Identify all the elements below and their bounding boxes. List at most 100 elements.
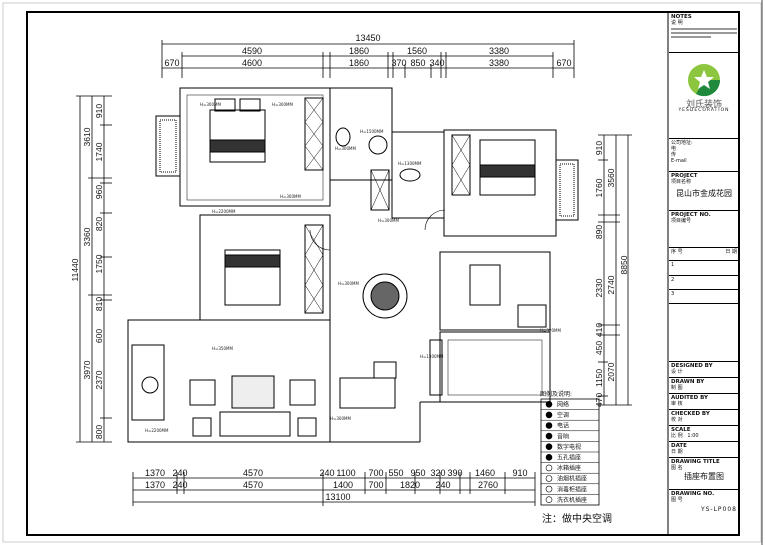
digital-tv-outlet-icon (545, 443, 553, 451)
telephone-outlet-icon (545, 422, 553, 429)
dim-left: 2370 (94, 370, 104, 389)
dim-bottom: 550 (388, 468, 403, 478)
dim-right: 1760 (594, 178, 604, 197)
email-label: E-mail (671, 158, 687, 164)
revision-row: 3 (669, 290, 739, 304)
drawn-by-label: DRAWN BY (671, 379, 705, 385)
drawing-no-label: DRAWING NO. (671, 491, 715, 497)
dim-bottom: 320 (430, 468, 445, 478)
dim-bottom: 1820 (400, 480, 420, 490)
project-no-label-cn: 项目编号 (671, 218, 692, 224)
dim-top: 1860 (349, 58, 369, 68)
armchair (289, 379, 316, 406)
drawing-title: 插座布置图 (684, 472, 724, 481)
left-dimensions (76, 95, 112, 443)
height-label: H=300MM (200, 102, 221, 107)
company-logo-icon (688, 64, 721, 97)
scale-label-cn: 比 例 (671, 433, 683, 439)
designed-by-label: DESIGNED BY (671, 363, 713, 369)
dim-bottom: 1400 (333, 480, 353, 490)
project-no-label: PROJECT NO. (671, 212, 711, 218)
central-ac-note: 注：做中央空调 (542, 512, 612, 525)
dim-bottom: 1100 (336, 468, 355, 478)
company-name-en: YESDECORATION (678, 108, 730, 113)
dim-top: 850 (410, 58, 425, 68)
height-label: H=1300MM (420, 354, 444, 359)
height-label: H=300MM (330, 416, 351, 421)
dim-right: 2740 (606, 275, 616, 294)
legend-item-label: 电话 (557, 422, 569, 430)
legend-item-label: 空调 (557, 411, 569, 419)
dim-bottom: 1460 (475, 468, 495, 478)
dim-right: 910 (594, 141, 604, 155)
range-hood-socket-icon (545, 475, 553, 482)
right-dimensions (598, 134, 632, 406)
bed (209, 109, 266, 163)
sofa (219, 411, 291, 437)
checked-by-label-cn: 校 对 (671, 417, 683, 423)
dim-top: 340 (429, 58, 444, 68)
address-label: 公司地址: (671, 140, 693, 146)
dim-right-total: 8850 (619, 255, 629, 274)
network-outlet-icon (545, 400, 553, 408)
dining-table (362, 273, 408, 319)
disinfection-cabinet-socket-icon (545, 485, 553, 493)
dim-left: 800 (94, 425, 104, 439)
drawing-title-label: DRAWING TITLE (671, 459, 720, 465)
height-label: H=300MM (378, 218, 399, 223)
dim-bottom: 700 (368, 480, 383, 490)
dim-right: 890 (594, 225, 604, 239)
company-name-cn: 刘氏装饰 (685, 100, 722, 110)
project-label: PROJECT (671, 173, 698, 179)
drawing-no-label-cn: 图 号 (671, 497, 683, 503)
bathroom-1 (329, 87, 393, 181)
legend-item-label: 数字电视 (557, 443, 581, 451)
dim-bottom: 240 (435, 480, 450, 490)
dim-bottom: 4570 (243, 468, 263, 478)
dim-top: 3380 (489, 46, 509, 56)
fridge-socket-icon (545, 464, 553, 472)
date-label: DATE (671, 443, 687, 449)
dim-bottom: 2760 (478, 480, 498, 490)
height-markers: H=300MM H=300MM H=1500MM H=300MM H=300MM… (145, 102, 561, 433)
legend-item-label: 五孔插座 (557, 454, 581, 462)
designed-by-label-cn: 设 计 (671, 369, 683, 375)
dim-left: 960 (94, 185, 104, 199)
height-label: H=1300MM (398, 161, 422, 166)
legend: 图例及说明: 网络空调电话音响数字电视五孔插座冰箱插座油烟机插座消毒柜插座洗衣机… (540, 390, 600, 506)
project-label-cn: 项目名称 (671, 179, 692, 185)
dim-left-total: 11440 (70, 258, 80, 281)
date-label-cn: 日 期 (671, 449, 683, 455)
right-balcony (555, 159, 579, 221)
dim-left: 1740 (94, 142, 104, 161)
dim-left: 820 (94, 217, 104, 231)
dim-top-total: 13450 (355, 33, 380, 43)
notes-label-cn: 说 明 (671, 20, 683, 26)
height-label: H=300MM (280, 194, 301, 199)
living-room (127, 319, 331, 443)
height-label: H=1500MM (360, 129, 384, 134)
tv-cabinet (339, 377, 396, 409)
dim-left: 3610 (82, 127, 92, 146)
rev-date-header: 日 期 (725, 249, 737, 255)
kitchen (439, 331, 551, 403)
dim-left: 910 (94, 104, 104, 118)
right-bedroom (443, 129, 557, 237)
dim-left: 810 (94, 297, 104, 311)
dim-left: 3360 (82, 227, 92, 246)
fax-label: 传 (671, 152, 677, 158)
dim-right: 450 (594, 341, 604, 355)
armchair (189, 379, 216, 406)
dim-right: 2330 (594, 278, 604, 297)
bottom-dimensions (132, 472, 536, 506)
dim-bottom: 390 (447, 468, 462, 478)
floor-plan (127, 87, 579, 443)
project-section: PROJECT 项目名称 昆山市金成花园 (669, 172, 739, 211)
dim-bottom: 1370 (145, 468, 165, 478)
washer-socket-icon (545, 496, 553, 504)
